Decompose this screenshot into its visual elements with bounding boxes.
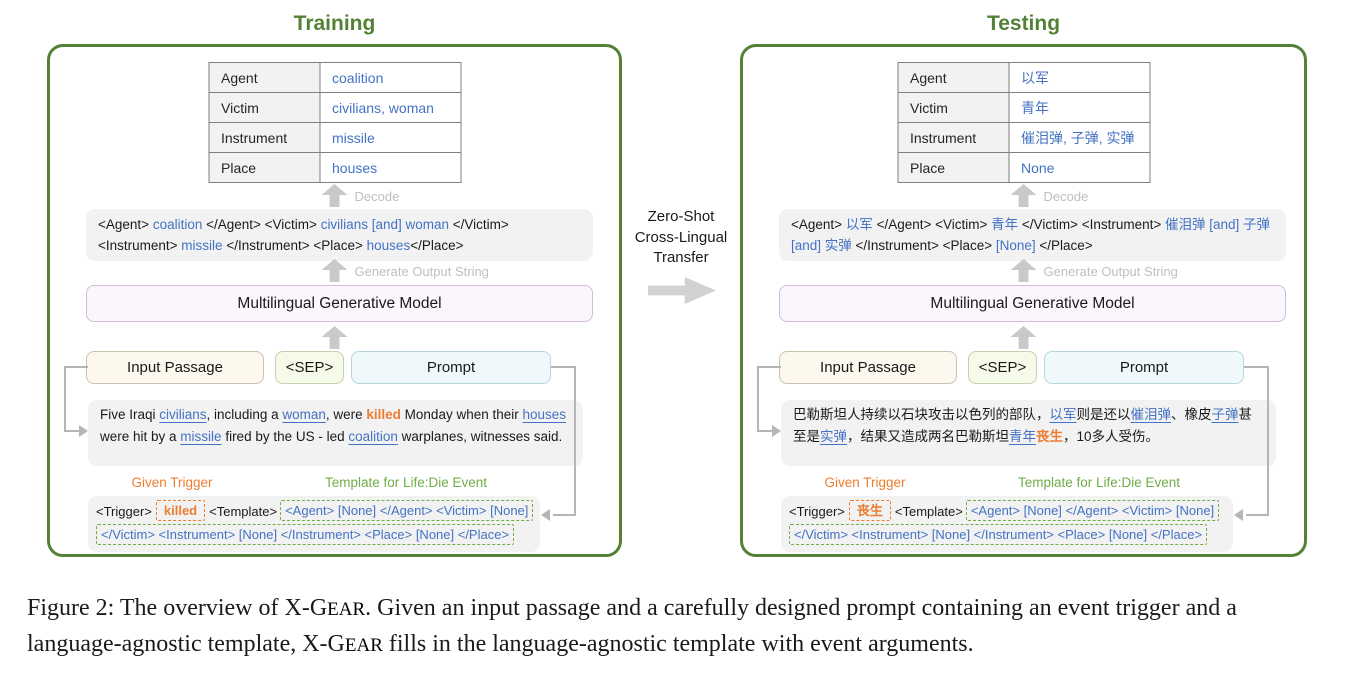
- right-arrowhead-icon: [79, 425, 88, 437]
- trigger-template-box: <Trigger>killed<Template><Agent> [None] …: [88, 496, 540, 552]
- trigger-chip: 丧生: [848, 500, 891, 521]
- left-arrowhead-icon: [1234, 509, 1243, 521]
- model-box: Multilingual Generative Model: [86, 285, 593, 322]
- prompt-line-2: </Victim> <Instrument> [None] </Instrume…: [96, 524, 532, 548]
- trigger-template-box: <Trigger>丧生<Template><Agent> [None] </Ag…: [781, 496, 1233, 552]
- generate-label: Generate Output String: [1043, 264, 1178, 279]
- arg-label: Agent: [897, 62, 1009, 93]
- given-trigger-label: Given Trigger: [131, 475, 213, 490]
- right-connector-line: [1267, 366, 1269, 516]
- decode-arrow-row: Decode: [743, 184, 1304, 208]
- transfer-line: Transfer: [653, 249, 709, 266]
- left-connector-line: [757, 366, 781, 368]
- right-arrow-icon: [648, 277, 716, 304]
- left-connector-line: [64, 430, 80, 432]
- right-connector-line: [551, 366, 576, 368]
- left-connector-line: [64, 366, 88, 368]
- arg-value: 青年: [1008, 92, 1150, 123]
- output-string-box: <Agent> 以军 </Agent> <Victim> 青年 </Victim…: [779, 209, 1286, 261]
- decode-arrow-row: Decode: [50, 184, 619, 208]
- up-arrow-icon: [1010, 326, 1037, 349]
- testing-panel: Agent 以军 Victim 青年 Instrument 催泪弹, 子弹, 实…: [740, 44, 1307, 557]
- arg-value: missile: [319, 122, 461, 153]
- template-chip-line2: </Victim> <Instrument> [None] </Instrume…: [789, 524, 1208, 545]
- arg-value: civilians, woman: [319, 92, 461, 123]
- up-arrow-icon: [321, 326, 348, 349]
- up-arrow-icon: [321, 184, 348, 207]
- decode-label: Decode: [354, 189, 400, 204]
- input-passage-box: Input Passage: [779, 351, 957, 384]
- generate-arrow-row: Generate Output String: [50, 259, 619, 283]
- left-arrowhead-icon: [541, 509, 550, 521]
- model-box: Multilingual Generative Model: [779, 285, 1286, 322]
- argument-table: Agent 以军 Victim 青年 Instrument 催泪弹, 子弹, 实…: [897, 62, 1150, 183]
- table-row: Victim 青年: [897, 92, 1150, 123]
- transfer-line: Cross-Lingual: [634, 228, 728, 246]
- template-open-tag: <Template>: [209, 504, 278, 519]
- prompt-line-1: <Trigger>丧生<Template><Agent> [None] </Ag…: [789, 500, 1225, 524]
- sep-box: <SEP>: [968, 351, 1037, 384]
- template-label: Template for Life:Die Event: [324, 475, 488, 490]
- arg-value: houses: [319, 152, 461, 183]
- trigger-open-tag: <Trigger>: [96, 504, 152, 519]
- transfer-text: Zero-Shot Cross-Lingual Transfer: [622, 207, 740, 269]
- table-row: Instrument missile: [208, 122, 461, 153]
- right-arrowhead-icon: [772, 425, 781, 437]
- sep-box: <SEP>: [275, 351, 344, 384]
- arg-value: 催泪弹, 子弹, 实弹: [1008, 122, 1150, 153]
- transfer-line: Zero-Shot: [647, 208, 715, 225]
- table-row: Agent 以军: [897, 62, 1150, 93]
- up-arrow-icon: [1010, 184, 1037, 207]
- arg-value: 以军: [1008, 62, 1150, 93]
- generate-arrow-row: Generate Output String: [743, 259, 1304, 283]
- output-string-box: <Agent> coalition </Agent> <Victim> civi…: [86, 209, 593, 261]
- table-row: Place None: [897, 152, 1150, 183]
- passage-box: Five Iraqi civilians, including a woman,…: [88, 400, 583, 466]
- arg-label: Agent: [208, 62, 320, 93]
- table-row: Agent coalition: [208, 62, 461, 93]
- template-chip-line1: <Agent> [None] </Agent> <Victim> [None]: [280, 500, 534, 521]
- up-arrow-icon: [1010, 259, 1037, 282]
- training-title: Training: [293, 12, 376, 35]
- arg-label: Victim: [897, 92, 1009, 123]
- arg-label: Instrument: [208, 122, 320, 153]
- template-open-tag: <Template>: [894, 504, 963, 519]
- template-label: Template for Life:Die Event: [1017, 475, 1181, 490]
- right-connector-line: [1246, 514, 1269, 516]
- prompt-box: Prompt: [1044, 351, 1244, 384]
- left-connector-line: [64, 366, 66, 432]
- left-connector-line: [757, 366, 759, 432]
- arg-label: Place: [897, 152, 1009, 183]
- arg-label: Place: [208, 152, 320, 183]
- arg-value: coalition: [319, 62, 461, 93]
- figure-caption: Figure 2: The overview of X-GEAR. Given …: [27, 595, 1237, 657]
- prompt-line-1: <Trigger>killed<Template><Agent> [None] …: [96, 500, 534, 524]
- table-row: Instrument 催泪弹, 子弹, 实弹: [897, 122, 1150, 153]
- table-row: Place houses: [208, 152, 461, 183]
- table-row: Victim civilians, woman: [208, 92, 461, 123]
- right-connector-line: [574, 366, 576, 516]
- right-connector-line: [553, 514, 576, 516]
- generate-label: Generate Output String: [354, 264, 489, 279]
- up-arrow-icon: [321, 259, 348, 282]
- training-panel: Agent coalition Victim civilians, woman …: [47, 44, 622, 557]
- template-chip-line2: </Victim> <Instrument> [None] </Instrume…: [96, 524, 515, 545]
- decode-label: Decode: [1043, 189, 1089, 204]
- arg-value: None: [1008, 152, 1150, 183]
- given-trigger-label: Given Trigger: [824, 475, 906, 490]
- left-connector-line: [757, 430, 773, 432]
- argument-table: Agent coalition Victim civilians, woman …: [208, 62, 461, 183]
- prompt-line-2: </Victim> <Instrument> [None] </Instrume…: [789, 524, 1225, 548]
- arg-label: Instrument: [897, 122, 1009, 153]
- prompt-box: Prompt: [351, 351, 551, 384]
- passage-box: 巴勒斯坦人持续以石块攻击以色列的部队，以军则是还以催泪弹、橡皮子弹甚至是实弹，结…: [781, 400, 1276, 466]
- testing-title: Testing: [986, 12, 1061, 35]
- template-chip-line1: <Agent> [None] </Agent> <Victim> [None]: [965, 500, 1220, 521]
- trigger-open-tag: <Trigger>: [789, 504, 845, 519]
- input-passage-box: Input Passage: [86, 351, 264, 384]
- trigger-chip: killed: [155, 500, 206, 521]
- arg-label: Victim: [208, 92, 320, 123]
- right-connector-line: [1244, 366, 1269, 368]
